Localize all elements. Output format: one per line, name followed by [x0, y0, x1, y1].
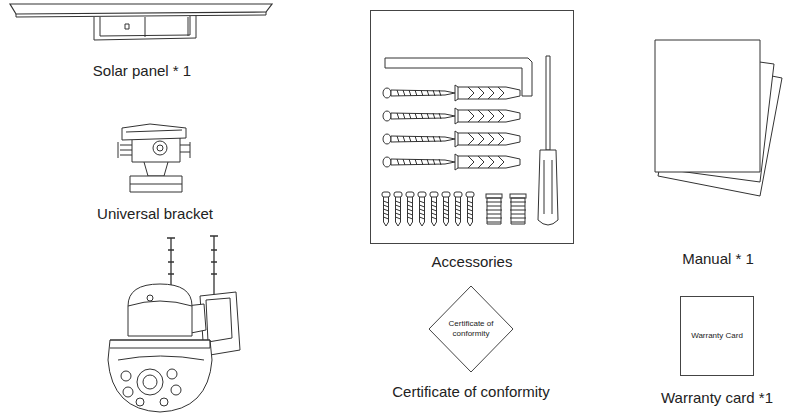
- part-label: Solar panel * 1: [93, 62, 191, 79]
- inner-text: Warranty Card: [683, 331, 751, 341]
- part-label: Manual * 1: [682, 250, 754, 267]
- warranty-card: Warranty CardWarranty card *1: [680, 296, 754, 376]
- item-caption: Certificate of conformity: [392, 383, 550, 400]
- part-label: Universal bracket: [97, 205, 213, 222]
- item-caption: Warranty card *1: [661, 389, 773, 406]
- item-caption: Accessories: [432, 253, 513, 270]
- certificate-diamond: Certificate of conformityCertificate of …: [428, 285, 514, 373]
- inner-text: Certificate of conformity: [445, 319, 497, 338]
- accessories-box: Accessories: [370, 10, 574, 244]
